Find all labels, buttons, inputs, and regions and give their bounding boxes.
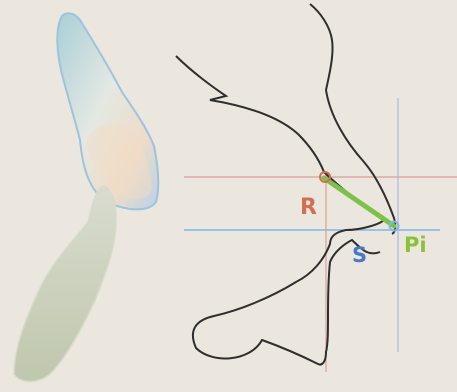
r-label: R — [300, 195, 317, 220]
pi-label: Pi — [404, 233, 427, 257]
s-label: S — [352, 243, 367, 267]
